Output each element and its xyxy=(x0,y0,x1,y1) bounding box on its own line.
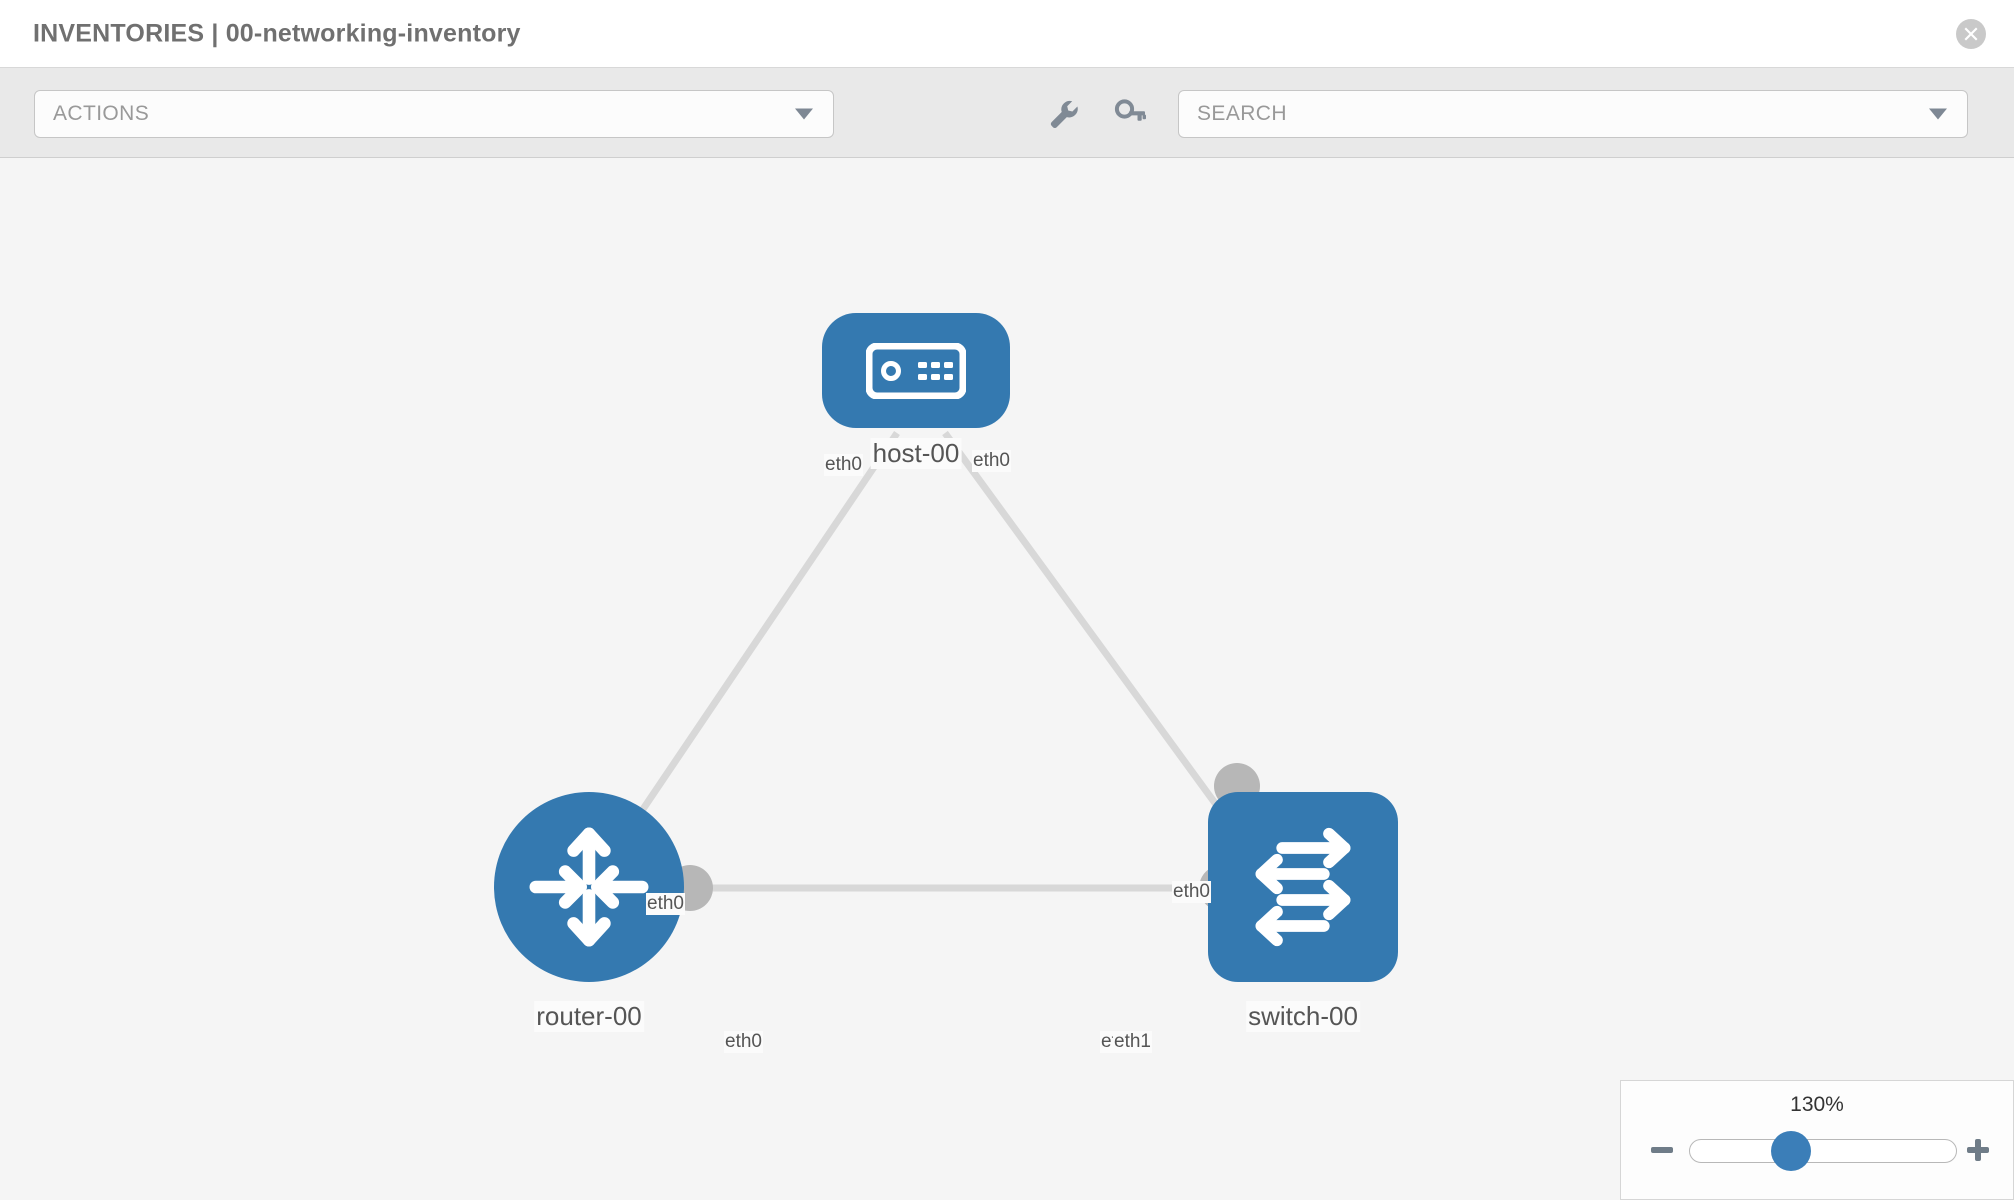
topology-canvas[interactable]: host-00 router-00 switch-00 eth0 eth0 et… xyxy=(0,158,2014,1200)
actions-dropdown[interactable]: ACTIONS xyxy=(34,90,834,138)
zoom-slider-thumb[interactable] xyxy=(1771,1131,1811,1171)
zoom-percent-label: 130% xyxy=(1790,1093,1844,1116)
search-input[interactable]: SEARCH xyxy=(1178,90,1968,138)
wrench-icon[interactable] xyxy=(1045,95,1081,131)
node-label-router: router-00 xyxy=(534,1001,644,1032)
close-icon[interactable] xyxy=(1956,18,1986,49)
node-label-switch: switch-00 xyxy=(1246,1001,1360,1032)
topology-edges xyxy=(607,430,1258,892)
plus-icon[interactable] xyxy=(1965,1137,1991,1163)
node-host-00[interactable] xyxy=(822,313,1010,428)
actions-dropdown-label: ACTIONS xyxy=(53,102,150,125)
edge-label-host-router-near-host: eth0 xyxy=(824,454,863,476)
zoom-control-panel: 130% xyxy=(1620,1080,2014,1200)
chevron-down-icon xyxy=(795,108,813,120)
node-switch-00[interactable] xyxy=(1208,792,1398,982)
page-title: INVENTORIES | 00-networking-inventory xyxy=(33,19,521,47)
edge-host-router[interactable] xyxy=(607,431,900,860)
edge-label-router-switch-near-switch: eth1 xyxy=(1113,1031,1152,1053)
edge-host-switch[interactable] xyxy=(942,430,1258,861)
chevron-down-icon[interactable] xyxy=(1929,108,1947,120)
page-header: INVENTORIES | 00-networking-inventory xyxy=(0,0,2014,68)
topology-svg xyxy=(494,313,1398,982)
zoom-slider-track[interactable] xyxy=(1689,1139,1957,1163)
search-placeholder: SEARCH xyxy=(1197,102,1287,125)
edge-label-host-switch-near-switch: eth0 xyxy=(1172,881,1211,903)
toolbar: ACTIONS SEARCH xyxy=(0,68,2014,158)
node-label-host: host-00 xyxy=(870,438,962,469)
key-icon[interactable] xyxy=(1112,95,1148,131)
minus-icon[interactable] xyxy=(1649,1137,1675,1163)
node-router-00[interactable] xyxy=(494,792,684,982)
edge-label-host-router-near-router: eth0 xyxy=(646,893,685,915)
edge-label-router-switch-near-router: eth0 xyxy=(724,1031,763,1053)
edge-label-host-switch-near-host: eth0 xyxy=(972,450,1011,472)
